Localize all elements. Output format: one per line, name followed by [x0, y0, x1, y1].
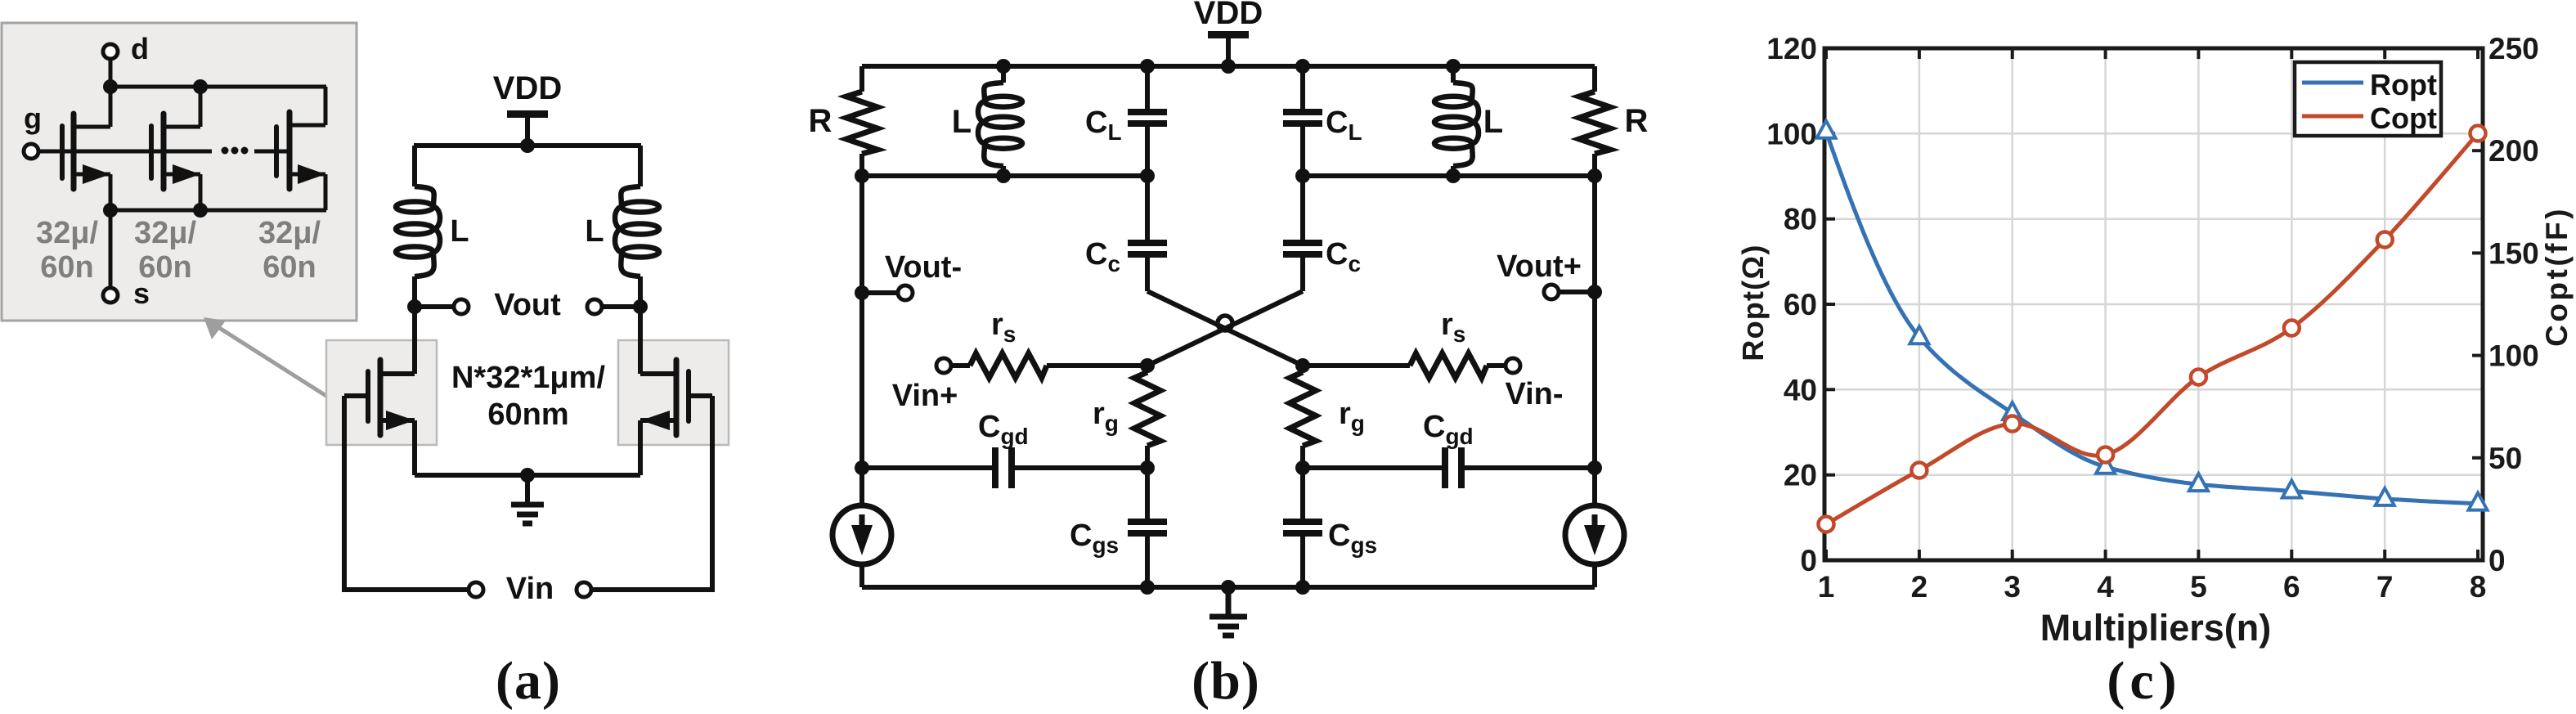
svg-text:Cgd: Cgd	[978, 410, 1029, 449]
svg-text:(c): (c)	[2107, 651, 2181, 710]
svg-text:L: L	[450, 214, 469, 249]
svg-text:1: 1	[1818, 570, 1835, 604]
svg-text:8: 8	[2470, 570, 2487, 604]
svg-text:R: R	[809, 103, 832, 139]
svg-text:5: 5	[2190, 570, 2207, 604]
svg-text:60n: 60n	[263, 250, 316, 285]
svg-text:3: 3	[2004, 570, 2021, 604]
svg-text:Copt(fF): Copt(fF)	[2540, 206, 2574, 347]
svg-text:rs: rs	[1441, 308, 1465, 347]
svg-text:Cgd: Cgd	[1423, 410, 1474, 449]
svg-text:s: s	[133, 276, 150, 310]
svg-text:200: 200	[2488, 134, 2539, 168]
svg-text:40: 40	[1784, 373, 1817, 406]
svg-text:rg: rg	[1093, 397, 1119, 436]
svg-text:7: 7	[2376, 570, 2394, 604]
svg-text:Cc: Cc	[1326, 237, 1361, 276]
svg-text:60n: 60n	[40, 250, 93, 285]
svg-text:VDD: VDD	[493, 70, 562, 106]
svg-text:R: R	[1625, 103, 1649, 139]
svg-text:100: 100	[2488, 339, 2539, 373]
svg-text:0: 0	[1800, 544, 1817, 577]
svg-text:rs: rs	[991, 308, 1016, 347]
svg-text:L: L	[585, 214, 604, 249]
svg-text:CL: CL	[1326, 106, 1362, 145]
svg-text:4: 4	[2097, 570, 2114, 604]
svg-text:Vin: Vin	[506, 572, 554, 606]
svg-text:Vout: Vout	[494, 288, 561, 322]
svg-text:L: L	[1483, 104, 1503, 140]
svg-text:50: 50	[2488, 442, 2522, 475]
svg-text:L: L	[952, 104, 972, 140]
svg-text:CL: CL	[1085, 106, 1122, 145]
svg-text:(a): (a)	[496, 651, 561, 710]
svg-text:Vin+: Vin+	[892, 379, 958, 413]
svg-text:60: 60	[1784, 288, 1817, 321]
svg-text:2: 2	[1911, 570, 1928, 604]
svg-text:Cgs: Cgs	[1070, 519, 1119, 558]
svg-text:g: g	[24, 101, 42, 135]
svg-text:Copt: Copt	[2370, 101, 2437, 135]
svg-text:32μ/: 32μ/	[258, 216, 321, 250]
svg-text:80: 80	[1784, 203, 1817, 236]
svg-text:0: 0	[2488, 544, 2506, 577]
svg-text:120: 120	[1766, 32, 1817, 65]
svg-text:d: d	[131, 32, 149, 65]
svg-text:Cgs: Cgs	[1328, 519, 1377, 558]
svg-text:VDD: VDD	[1194, 0, 1263, 31]
svg-text:32μ/: 32μ/	[134, 216, 197, 250]
svg-text:150: 150	[2488, 236, 2539, 270]
svg-text:(b): (b)	[1192, 651, 1260, 710]
svg-text:Ropt(Ω): Ropt(Ω)	[1736, 244, 1770, 361]
svg-text:Vin-: Vin-	[1505, 377, 1563, 411]
svg-text:32μ/: 32μ/	[36, 216, 99, 250]
svg-text:Ropt: Ropt	[2370, 68, 2437, 101]
svg-text:Vout-: Vout-	[885, 250, 962, 285]
svg-text:100: 100	[1766, 117, 1817, 150]
svg-text:6: 6	[2283, 570, 2300, 604]
svg-text:60n: 60n	[138, 250, 191, 285]
svg-text:Cc: Cc	[1085, 237, 1120, 276]
svg-text:rg: rg	[1339, 397, 1365, 436]
svg-text:Multipliers(n): Multipliers(n)	[2040, 607, 2271, 649]
svg-text:20: 20	[1784, 459, 1817, 492]
svg-text:250: 250	[2488, 32, 2539, 65]
svg-text:N*32*1μm/: N*32*1μm/	[451, 361, 605, 395]
svg-text:60nm: 60nm	[487, 397, 568, 432]
svg-text:Vout+: Vout+	[1497, 249, 1582, 284]
